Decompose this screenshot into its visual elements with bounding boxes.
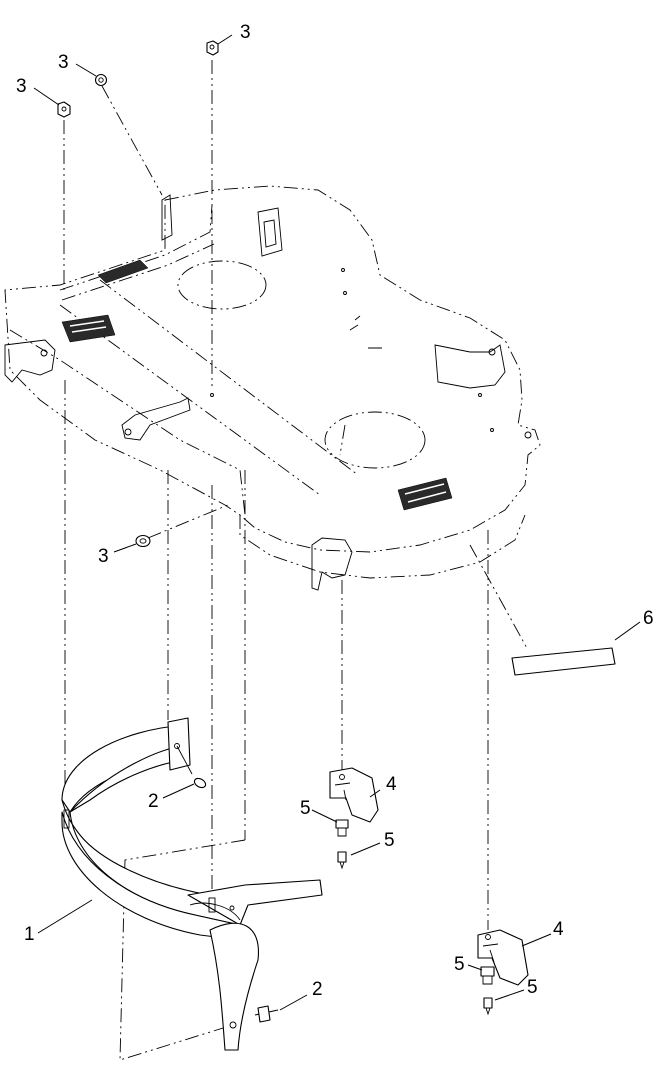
deck-decal-front (397, 477, 453, 511)
callout-labels: 1 2 2 3 3 3 3 4 4 5 5 5 5 6 (16, 22, 654, 1000)
decal-strip (511, 647, 616, 676)
callout-nut-top-center: 3 (240, 22, 251, 43)
bracket-right (477, 929, 529, 986)
callout-pin-upper: 2 (148, 791, 159, 812)
callout-nut-top-left: 3 (58, 52, 69, 73)
leader-lines (33, 34, 641, 1011)
assembly-lines (63, 60, 529, 1061)
callout-bolt-right-a: 5 (454, 954, 465, 975)
nut-far-left (57, 101, 71, 118)
nut-top-left (94, 73, 108, 87)
bolt-right-a (480, 966, 495, 985)
callout-deflector: 1 (24, 924, 35, 945)
deck-decal-rear (97, 259, 149, 284)
bolt-middle-a (335, 819, 349, 837)
mower-deck (4, 185, 541, 591)
callout-pin-lower: 2 (312, 979, 323, 1000)
pin-upper (174, 743, 207, 789)
bolt-right-b (483, 997, 493, 1016)
callout-decal: 6 (643, 608, 654, 629)
callout-bolt-middle-b: 5 (384, 830, 395, 851)
callout-bolt-right-b: 5 (527, 977, 538, 998)
callout-nut-far-left: 3 (16, 76, 27, 97)
callout-nut-lower: 3 (98, 546, 109, 567)
deflector (61, 717, 323, 1051)
nut-lower (135, 534, 151, 548)
pin-lower (254, 1005, 279, 1023)
deck-decal-left (61, 314, 116, 343)
callout-bracket-right: 4 (553, 919, 564, 940)
bolt-middle-b (337, 851, 347, 870)
callout-bracket-middle: 4 (386, 774, 397, 795)
bracket-middle (329, 767, 379, 823)
callout-bolt-middle-a: 5 (300, 798, 311, 819)
nut-top-center (206, 40, 219, 56)
